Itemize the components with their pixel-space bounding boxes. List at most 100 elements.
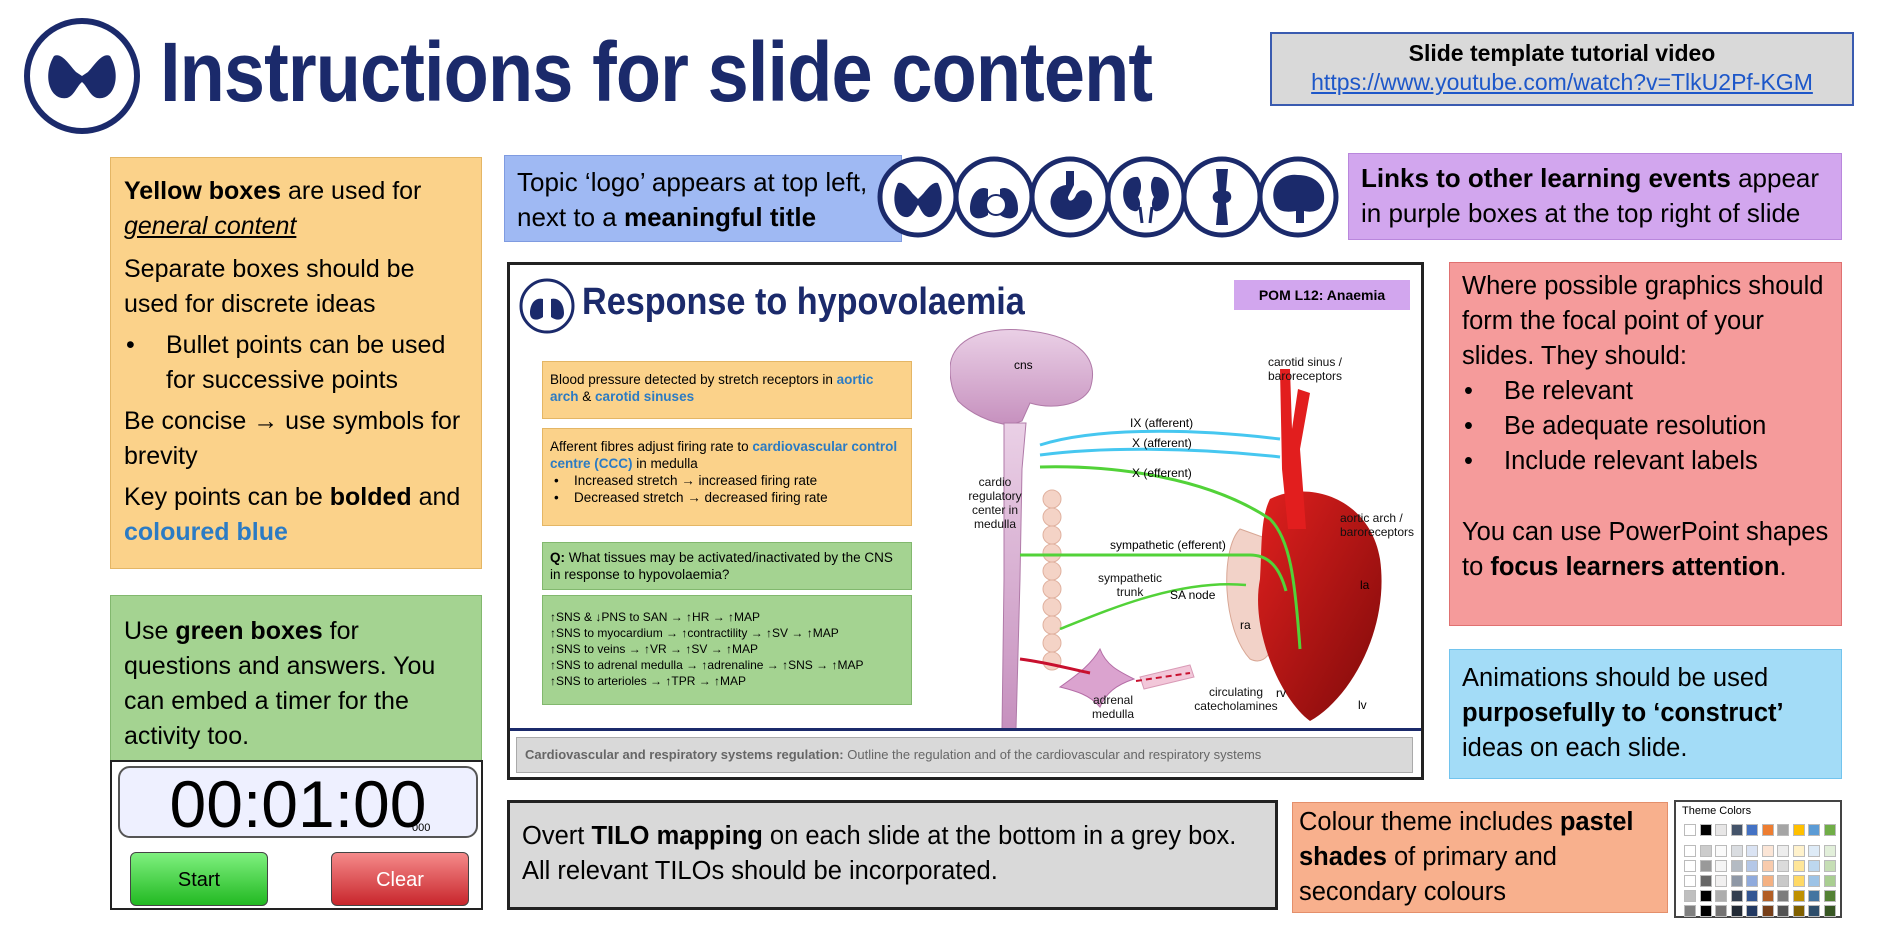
- color-swatch[interactable]: [1808, 845, 1820, 857]
- color-swatch[interactable]: [1777, 905, 1789, 917]
- color-swatch[interactable]: [1746, 824, 1758, 836]
- color-swatch[interactable]: [1746, 845, 1758, 857]
- topic-box: Topic ‘logo’ appears at top left, next t…: [504, 155, 902, 242]
- color-swatch[interactable]: [1808, 824, 1820, 836]
- diagram-label: rv: [1276, 686, 1286, 700]
- color-swatch[interactable]: [1808, 890, 1820, 902]
- color-swatch[interactable]: [1761, 824, 1774, 836]
- diagram-label: X (efferent): [1132, 466, 1192, 480]
- color-swatch[interactable]: [1684, 860, 1696, 872]
- color-swatch[interactable]: [1699, 860, 1712, 872]
- lungs-heart-icon: [953, 156, 1035, 238]
- color-swatch[interactable]: [1761, 890, 1774, 902]
- color-swatch[interactable]: [1746, 905, 1758, 917]
- color-swatch[interactable]: [1808, 905, 1820, 917]
- knee-joint-icon: [1181, 156, 1263, 238]
- yellow-p1c: general content: [124, 212, 297, 240]
- red-p2b: focus learners attention: [1490, 553, 1780, 581]
- color-swatch[interactable]: [1715, 905, 1727, 917]
- color-swatch[interactable]: [1761, 875, 1774, 887]
- diagram-label: X (afferent): [1132, 436, 1192, 450]
- topic-a: Topic ‘logo’ appears at top left, next t…: [517, 167, 868, 232]
- color-swatch[interactable]: [1699, 875, 1712, 887]
- color-swatch[interactable]: [1715, 875, 1727, 887]
- color-swatch[interactable]: [1823, 905, 1836, 917]
- slide-b1c: &: [578, 389, 596, 404]
- color-swatch[interactable]: [1792, 875, 1805, 887]
- purple-b: appear in purple boxes at the top right …: [1361, 163, 1820, 228]
- color-swatch[interactable]: [1684, 845, 1696, 857]
- color-swatch[interactable]: [1746, 875, 1758, 887]
- color-swatch[interactable]: [1823, 875, 1836, 887]
- color-swatch[interactable]: [1823, 860, 1836, 872]
- thyroid-icon: [877, 156, 959, 238]
- color-swatch[interactable]: [1761, 860, 1774, 872]
- color-swatch[interactable]: [1823, 845, 1836, 857]
- color-swatch[interactable]: [1715, 824, 1727, 836]
- color-swatch[interactable]: [1746, 890, 1758, 902]
- color-swatch[interactable]: [1684, 905, 1696, 917]
- color-swatch[interactable]: [1777, 875, 1789, 887]
- slide-box-2: Afferent fibres adjust firing rate to ca…: [542, 428, 912, 526]
- start-button[interactable]: Start: [130, 852, 268, 906]
- cyan-box: Animations should be used purposefully t…: [1449, 649, 1842, 779]
- color-swatch[interactable]: [1715, 890, 1727, 902]
- slide-tilo-a: Cardiovascular and respiratory systems r…: [525, 747, 844, 762]
- color-swatch[interactable]: [1715, 845, 1727, 857]
- slide-b2c: in medulla: [632, 456, 698, 471]
- color-swatch[interactable]: [1777, 824, 1789, 836]
- color-swatch[interactable]: [1730, 845, 1743, 857]
- color-swatch[interactable]: [1792, 845, 1805, 857]
- color-swatch[interactable]: [1808, 875, 1820, 887]
- slide-b2-bullet: Increased stretch → increased firing rat…: [550, 472, 904, 489]
- color-swatch[interactable]: [1699, 905, 1712, 917]
- color-swatch[interactable]: [1792, 905, 1805, 917]
- color-swatch[interactable]: [1823, 824, 1836, 836]
- color-swatch[interactable]: [1777, 845, 1789, 857]
- color-swatch[interactable]: [1792, 890, 1805, 902]
- green-a: Use: [124, 617, 176, 645]
- color-swatch[interactable]: [1761, 845, 1774, 857]
- slide-answer-line: ↑SNS to veins → ↑VR → ↑SV → ↑MAP: [550, 642, 759, 656]
- diagram-label: sympathetic (efferent): [1110, 538, 1226, 552]
- red-p2a: You can use PowerPoint shapes to: [1462, 518, 1829, 581]
- color-swatch[interactable]: [1777, 860, 1789, 872]
- cyan-c: ideas on each slide.: [1462, 734, 1688, 762]
- color-swatch[interactable]: [1761, 905, 1774, 917]
- color-swatch[interactable]: [1730, 860, 1743, 872]
- color-swatch[interactable]: [1792, 860, 1805, 872]
- color-swatch[interactable]: [1792, 824, 1805, 836]
- color-swatch[interactable]: [1699, 890, 1712, 902]
- purple-a: Links to other learning events: [1361, 163, 1731, 193]
- color-swatch[interactable]: [1777, 890, 1789, 902]
- clear-button[interactable]: Clear: [331, 852, 469, 906]
- orange-a: Colour theme includes: [1299, 808, 1560, 836]
- color-swatch[interactable]: [1684, 875, 1696, 887]
- color-swatch[interactable]: [1823, 890, 1836, 902]
- color-swatch[interactable]: [1730, 905, 1743, 917]
- diagram-label: adrenal medulla: [1091, 693, 1135, 721]
- orange-c: of primary and secondary colours: [1299, 843, 1557, 906]
- yellow-p3: Be concise → use symbols for brevity: [124, 407, 461, 470]
- color-swatch[interactable]: [1699, 845, 1712, 857]
- color-swatch[interactable]: [1715, 860, 1727, 872]
- color-swatch[interactable]: [1808, 860, 1820, 872]
- color-swatch[interactable]: [1730, 824, 1743, 836]
- green-b: green boxes: [175, 617, 323, 645]
- slide-box-1: Blood pressure detected by stretch recep…: [542, 361, 912, 419]
- slide-tilo-box: Cardiovascular and respiratory systems r…: [516, 737, 1413, 773]
- grey-b: TILO mapping: [591, 822, 763, 850]
- cns-brain: [950, 329, 1093, 426]
- cyan-a: Animations should be used: [1462, 664, 1769, 692]
- color-swatch[interactable]: [1730, 875, 1743, 887]
- color-swatch[interactable]: [1746, 860, 1758, 872]
- yellow-p4c: and: [411, 483, 461, 511]
- slide-title: Response to hypovolaemia: [582, 281, 1025, 323]
- tutorial-link[interactable]: https://www.youtube.com/watch?v=TlkU2Pf-…: [1311, 69, 1813, 95]
- color-swatch[interactable]: [1684, 824, 1696, 836]
- color-swatch[interactable]: [1699, 824, 1712, 836]
- yellow-p2: Separate boxes should be used for discre…: [124, 255, 415, 318]
- color-swatch[interactable]: [1684, 890, 1696, 902]
- slide-answer-box: ↑SNS & ↓PNS to SAN → ↑HR → ↑MAP ↑SNS to …: [542, 595, 912, 705]
- color-swatch[interactable]: [1730, 890, 1743, 902]
